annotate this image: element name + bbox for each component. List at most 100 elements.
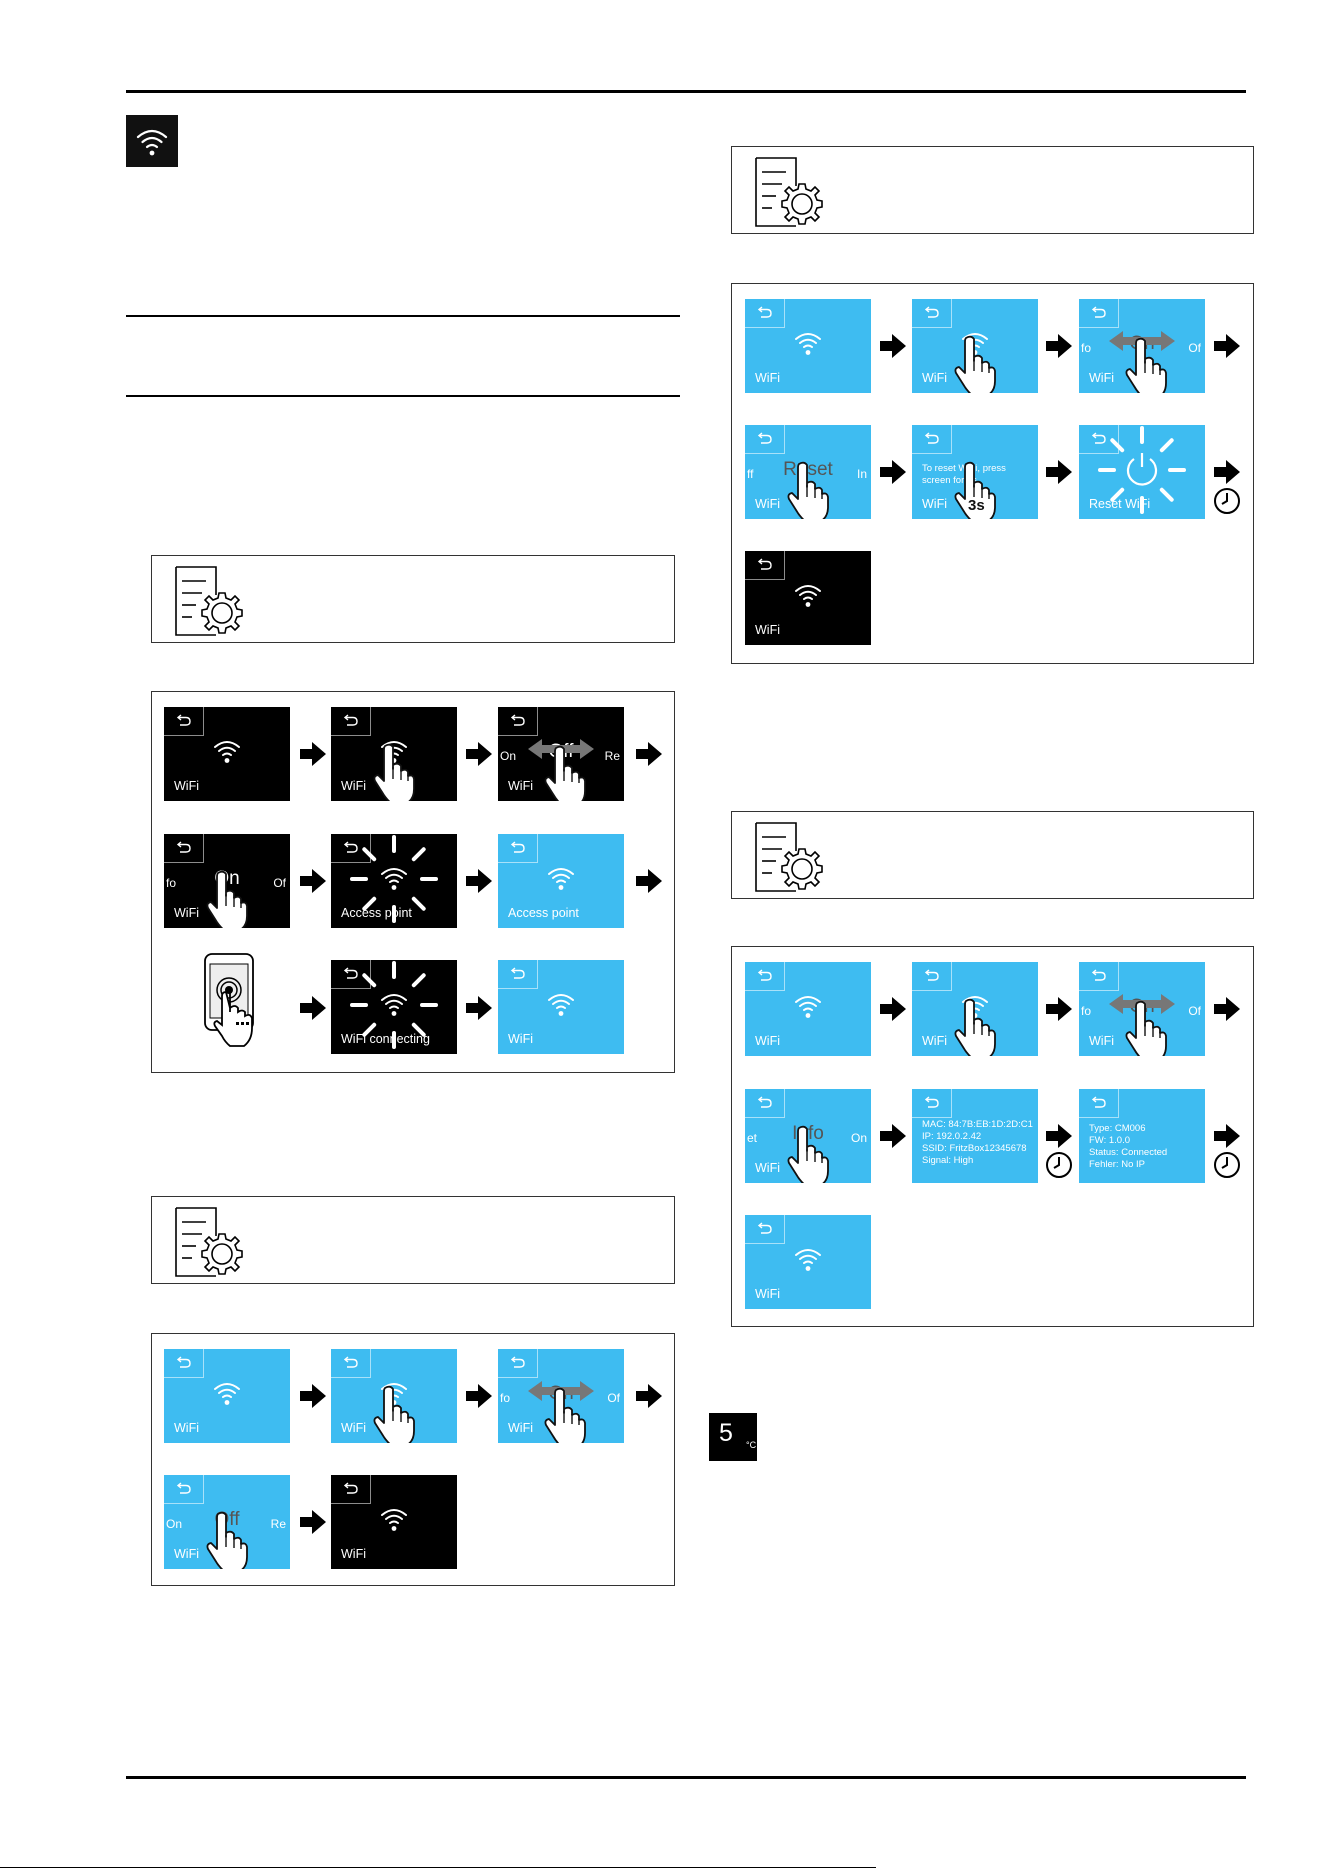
- back-button[interactable]: [912, 299, 952, 328]
- display-screen: WiFi connecting: [331, 960, 457, 1054]
- hand-pointer-icon: [373, 1385, 415, 1443]
- back-button[interactable]: [912, 1089, 952, 1118]
- footer-rule: [0, 1867, 876, 1868]
- display-screen: WiFi: [745, 962, 871, 1056]
- next-option-label: Re: [270, 1517, 286, 1531]
- arrow-right-icon: [636, 869, 662, 898]
- back-button[interactable]: [1079, 299, 1119, 328]
- back-button[interactable]: [498, 834, 538, 863]
- back-button[interactable]: [745, 962, 785, 991]
- back-button[interactable]: [498, 1349, 538, 1378]
- next-option-label: Of: [273, 876, 286, 890]
- wifi-icon: [795, 1249, 821, 1271]
- hand-pointer-icon: [954, 335, 996, 393]
- wifi-icon: [795, 333, 821, 355]
- back-button[interactable]: [331, 1475, 371, 1504]
- wifi-icon: [795, 585, 821, 607]
- info-line: Fehler: No IP: [1089, 1159, 1145, 1170]
- section-rule-1: [126, 315, 680, 317]
- next-option-label: Re: [604, 749, 620, 763]
- display-screen: WiFi: [498, 960, 624, 1054]
- back-button[interactable]: [164, 707, 204, 736]
- screen-label: WiFi: [755, 623, 780, 637]
- settings-menu-icon: [752, 156, 838, 233]
- display-screen: WiFi: [331, 707, 457, 801]
- back-button[interactable]: [745, 425, 785, 454]
- back-button[interactable]: [498, 707, 538, 736]
- back-button[interactable]: [745, 1215, 785, 1244]
- back-arrow-icon: [757, 432, 772, 444]
- back-button[interactable]: [745, 299, 785, 328]
- back-arrow-icon: [757, 969, 772, 981]
- screen-label: WiFi: [174, 1547, 199, 1561]
- power-icon: [1126, 453, 1158, 486]
- arrow-right-icon: [300, 869, 326, 898]
- back-button[interactable]: [331, 960, 371, 989]
- back-button[interactable]: [1079, 962, 1119, 991]
- back-button[interactable]: [745, 551, 785, 580]
- screen-label: WiFi: [1089, 1034, 1114, 1048]
- screen-label: WiFi: [755, 1161, 780, 1175]
- display-screen: WiFi: [164, 707, 290, 801]
- back-arrow-icon: [343, 714, 358, 726]
- screen-label: WiFi: [341, 1547, 366, 1561]
- arrow-right-icon: [466, 742, 492, 771]
- back-arrow-icon: [510, 841, 525, 853]
- clock-icon: [1213, 1151, 1241, 1184]
- back-button[interactable]: [164, 1475, 204, 1504]
- wifi-badge: [126, 115, 178, 167]
- activity-rays-icon: [350, 961, 438, 1049]
- screen-label: WiFi: [508, 779, 533, 793]
- back-button[interactable]: [745, 1089, 785, 1118]
- back-arrow-icon: [343, 1356, 358, 1368]
- back-arrow-icon: [1091, 306, 1106, 318]
- hand-pointer-icon: [544, 1387, 586, 1443]
- back-button[interactable]: [331, 834, 371, 863]
- back-button[interactable]: [498, 960, 538, 989]
- info-line: IP: 192.0.2.42: [922, 1131, 982, 1142]
- back-button[interactable]: [912, 425, 952, 454]
- prev-option-label: On: [166, 1517, 183, 1531]
- display-screen: WiFi: [912, 962, 1038, 1056]
- screen-label: WiFi: [1089, 371, 1114, 385]
- back-arrow-icon: [757, 306, 772, 318]
- arrow-right-icon: [636, 1384, 662, 1413]
- temperature-badge: 5 °C: [709, 1413, 757, 1461]
- hand-pointer-icon: [787, 461, 829, 519]
- section-rule-2: [126, 395, 680, 397]
- wifi-icon: [381, 868, 407, 890]
- back-button[interactable]: [331, 707, 371, 736]
- back-arrow-icon: [757, 1096, 772, 1108]
- wifi-icon: [548, 994, 574, 1016]
- info-line: FW: 1.0.0: [1089, 1135, 1131, 1146]
- back-button[interactable]: [1079, 425, 1119, 454]
- arrow-right-icon: [1046, 334, 1072, 363]
- wifi-icon: [381, 1509, 407, 1531]
- back-button[interactable]: [164, 1349, 204, 1378]
- back-button[interactable]: [331, 1349, 371, 1378]
- screen-label: WiFi: [922, 1034, 947, 1048]
- back-button[interactable]: [164, 834, 204, 863]
- wifi-icon: [214, 1383, 240, 1405]
- hand-pointer-icon: [373, 743, 415, 801]
- screen-label: WiFi: [922, 371, 947, 385]
- back-button[interactable]: [1079, 1089, 1119, 1118]
- activity-rays-icon: [1098, 426, 1186, 514]
- back-arrow-icon: [343, 967, 358, 979]
- screen-label: WiFi: [755, 497, 780, 511]
- info-line: Signal: High: [922, 1155, 974, 1166]
- back-arrow-icon: [1091, 969, 1106, 981]
- back-button[interactable]: [912, 962, 952, 991]
- screen-label: WiFi: [755, 1034, 780, 1048]
- arrow-right-icon: [300, 1510, 326, 1539]
- prev-option-label: et: [747, 1131, 758, 1145]
- back-arrow-icon: [924, 969, 939, 981]
- prev-option-label: fo: [1081, 341, 1092, 355]
- display-screen: WiFi: [745, 551, 871, 645]
